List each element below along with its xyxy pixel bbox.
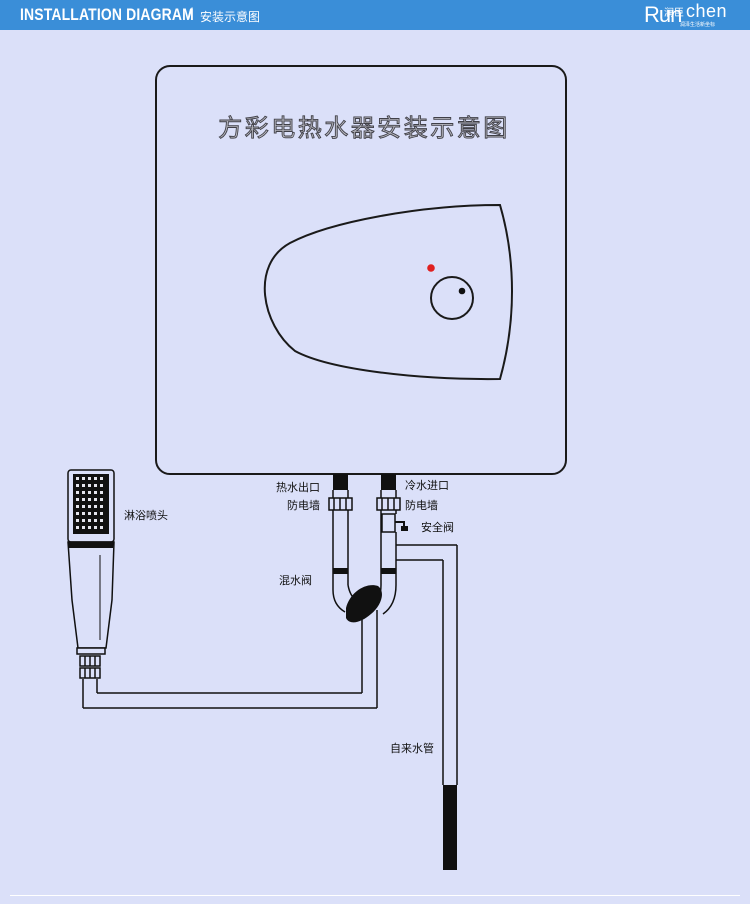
anti-shock-coupling-right (376, 497, 401, 511)
bottom-divider (10, 895, 740, 896)
label-hot-outlet: 热水出口 (276, 480, 320, 494)
label-safety-valve: 安全阀 (421, 520, 454, 534)
mixing-valve-handle (346, 585, 382, 623)
shower-hose-coupling (79, 655, 101, 679)
header-subtitle: 安装示意图 (200, 10, 261, 24)
logo-tagline: 润泽生活新坐标 (680, 22, 716, 28)
knob-pointer (458, 287, 466, 295)
header-separator: / (188, 6, 193, 22)
brand-logo: Run 润臣 chen 润泽生活新坐标 (640, 1, 736, 29)
label-water-main: 自来水管 (390, 741, 434, 755)
logo-run: Run (644, 2, 682, 27)
header-title: INSTALLATION DIAGRAM (20, 5, 194, 24)
hot-outlet-stub (333, 474, 348, 490)
label-cold-inlet: 冷水进口 (405, 479, 449, 492)
label-shower-head: 淋浴喷头 (124, 509, 168, 522)
water-main-pipe-end (443, 785, 457, 870)
header-bar: INSTALLATION DIAGRAM / 安装示意图 Run 润臣 chen… (0, 0, 750, 30)
temperature-knob (430, 276, 474, 320)
pipes (82, 490, 458, 785)
pipe-band-left (333, 568, 348, 574)
indicator-light (427, 264, 435, 272)
label-anti-shock-right: 防电墙 (405, 498, 438, 512)
logo-cn: 润臣 (664, 8, 684, 19)
cold-inlet-stub (381, 474, 396, 490)
control-panel (263, 203, 513, 381)
safety-valve (381, 513, 408, 533)
heater-title: 方彩电热水器安装示意图 (218, 114, 510, 142)
pipe-band-right (381, 568, 396, 574)
anti-shock-coupling-left (328, 497, 353, 511)
label-anti-shock-left: 防电墙 (287, 498, 320, 512)
logo-chen: chen (686, 1, 728, 21)
label-mixing-valve: 混水阀 (279, 573, 312, 587)
shower-head (67, 469, 115, 679)
